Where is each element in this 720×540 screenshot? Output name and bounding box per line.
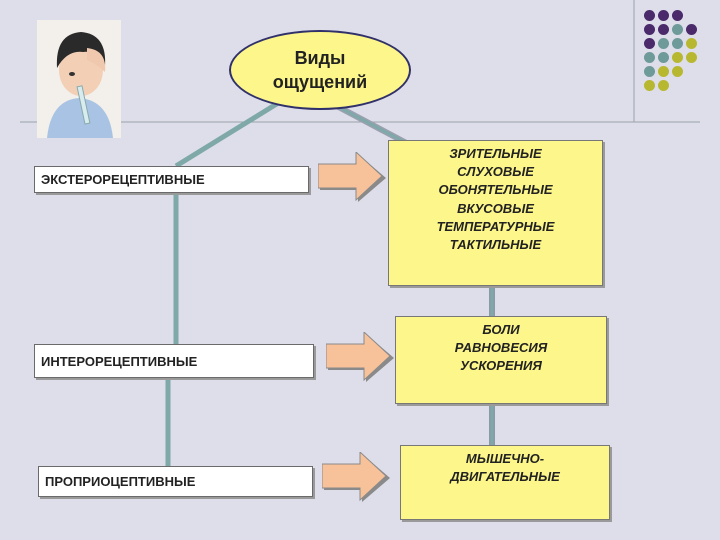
category-label-intero: ИНТЕРОРЕЦЕПТИВНЫЕ (34, 344, 314, 378)
category-label-proprio: ПРОПРИОЦЕПТИВНЫЕ (38, 466, 313, 497)
category-label-extero: ЭКСТЕРОРЕЦЕПТИВНЫЕ (34, 166, 309, 193)
intero-types-box: БОЛИ РАВНОВЕСИЯ УСКОРЕНИЯ (395, 316, 607, 404)
decorative-dots (640, 10, 700, 105)
proprio-types-box: МЫШЕЧНО- ДВИГАТЕЛЬНЫЕ (400, 445, 610, 520)
arrow-icon (318, 152, 386, 202)
extero-types-box: ЗРИТЕЛЬНЫЕ СЛУХОВЫЕ ОБОНЯТЕЛЬНЫЕ ВКУСОВЫ… (388, 140, 603, 286)
title-oval: Виды ощущений (229, 30, 411, 110)
arrow-icon (326, 332, 394, 382)
child-photo (37, 20, 121, 138)
arrow-icon (322, 452, 390, 502)
